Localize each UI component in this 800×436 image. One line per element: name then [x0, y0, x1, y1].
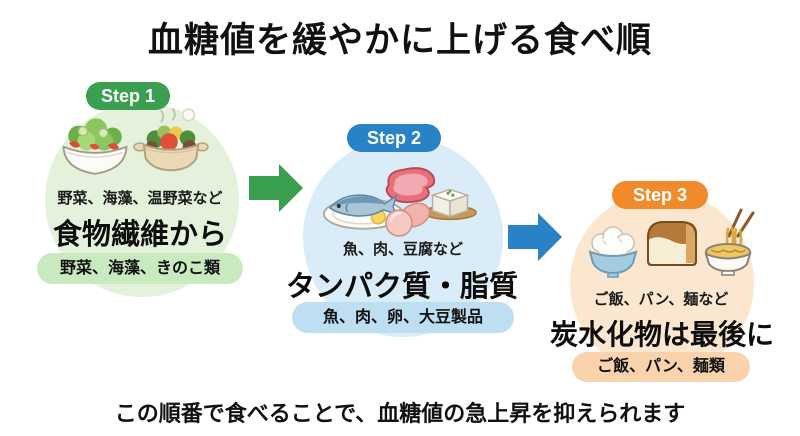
page-title: 血糖値を緩やかに上げる食べ順 — [147, 21, 652, 60]
tofu-icon — [423, 188, 477, 221]
step2-examples-text: 魚、肉、豆腐など — [342, 241, 463, 258]
step1-heading: 食物繊維から — [52, 219, 227, 251]
step2-heading: タンパク質・脂質 — [285, 271, 518, 303]
footer-note: この順番で食べることで、血糖値の急上昇を抑えられます — [114, 401, 686, 426]
fish-plate-icon — [322, 194, 405, 230]
bread-loaf-icon — [647, 221, 697, 266]
hot-pot-icon — [133, 107, 209, 172]
arrow-step2-to-step3 — [508, 213, 562, 261]
step3-badge: Step 3 — [612, 181, 708, 209]
chicken-icon — [385, 202, 431, 237]
step1-examples-text: 野菜、海藻、温野菜など — [57, 190, 223, 207]
step3-category-pill: ご飯、パン、麺類 — [572, 352, 750, 382]
noodle-bowl-icon — [704, 208, 755, 276]
rice-bowl-icon — [588, 226, 638, 278]
step3-heading: 炭水化物は最後に — [549, 319, 774, 350]
step2-badge: Step 2 — [347, 124, 441, 152]
steak-icon — [385, 167, 436, 204]
arrow-step1-to-step2 — [249, 164, 303, 212]
step1-badge: Step 1 — [86, 82, 170, 110]
step1-category-pill: 野菜、海藻、きのこ類 — [37, 253, 243, 284]
salad-bowl-icon — [62, 118, 128, 175]
step2-category-pill: 魚、肉、卵、大豆製品 — [292, 302, 514, 333]
step3-examples-text: ご飯、パン、麺など — [593, 291, 729, 308]
